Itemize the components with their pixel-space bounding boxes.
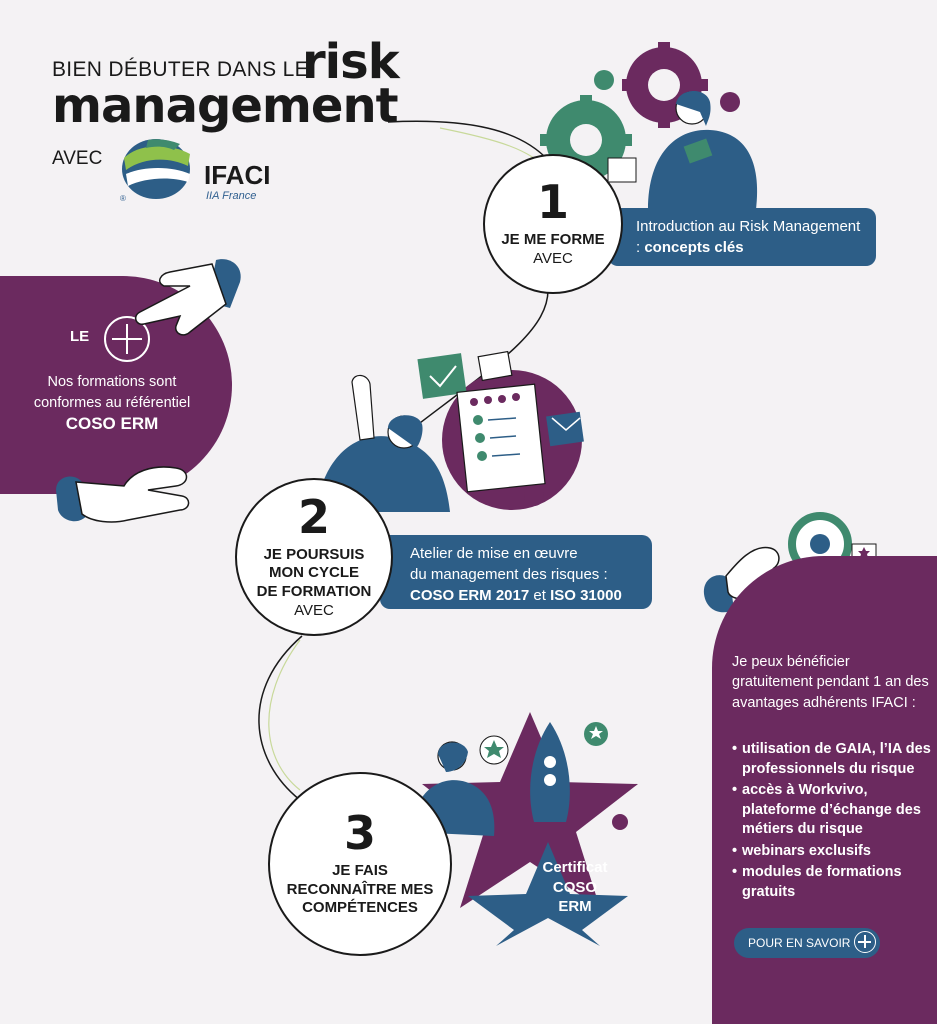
open-hand-icon xyxy=(56,466,190,523)
step2-title-l2: MON CYCLE xyxy=(269,564,359,582)
list-item: modules de formations gratuits xyxy=(732,863,932,902)
step1-number: 1 xyxy=(536,175,569,230)
compliance-text: Nos formations sont conformes au référen… xyxy=(33,374,191,412)
step2-circle: 2 JE POURSUIS MON CYCLE DE FORMATION AVE… xyxy=(235,478,393,636)
certificate-label: Certificat COSO ERM xyxy=(530,858,620,917)
step1-course-box[interactable]: Introduction au Risk Management : concep… xyxy=(608,208,876,266)
pointing-hand-icon xyxy=(134,259,241,336)
learn-more-button[interactable]: POUR EN SAVOIR xyxy=(734,928,880,958)
step2-and: et xyxy=(529,587,551,604)
benefits-intro: Je peux bénéficier gratuitement pendant … xyxy=(732,654,929,711)
step2-avec: AVEC xyxy=(294,601,334,619)
step3-title-l1: JE FAIS xyxy=(332,861,388,879)
step2-course-line2: du management des risques : xyxy=(410,566,608,583)
step1-title: JE ME FORME xyxy=(501,231,605,249)
step3-title-l2: RECONNAÎTRE MES xyxy=(286,880,434,898)
plus-circle-icon xyxy=(854,931,876,953)
learn-more-label: POUR EN SAVOIR xyxy=(748,936,851,950)
cert-line2: COSO xyxy=(552,878,598,896)
step2-course-box[interactable]: Atelier de mise en œuvre du management d… xyxy=(380,535,652,609)
ifaci-globe-logo xyxy=(122,139,190,199)
member-benefits-panel: Je peux bénéficier gratuitement pendant … xyxy=(712,556,937,1024)
title-management: management xyxy=(52,78,399,134)
step1-course-text: Introduction au Risk Management : xyxy=(636,218,861,256)
registered-mark: ® xyxy=(120,194,126,203)
benefits-list: utilisation de GAIA, l’IA des profession… xyxy=(732,740,932,905)
step2-number: 2 xyxy=(297,489,330,544)
checklist-illustration xyxy=(316,350,584,512)
cert-line1: Certificat xyxy=(542,859,608,876)
step2-course-line1: Atelier de mise en œuvre xyxy=(410,545,578,562)
step2-iso: ISO 31000 xyxy=(550,587,622,604)
step3-number: 3 xyxy=(343,805,376,860)
step2-title-l1: JE POURSUIS xyxy=(263,545,365,563)
ifaci-subtitle: IIA France xyxy=(206,190,257,202)
plus-icon xyxy=(104,316,150,362)
step3-title-l3: COMPÉTENCES xyxy=(302,899,418,917)
ifaci-name: IFACI xyxy=(204,160,271,190)
step3-circle: 3 JE FAIS RECONNAÎTRE MES COMPÉTENCES xyxy=(268,772,452,956)
list-item: webinars exclusifs xyxy=(732,842,932,862)
compliance-bold: COSO ERM xyxy=(65,414,159,433)
title-risk: risk xyxy=(302,34,400,90)
title-line1: BIEN DÉBUTER DANS LE xyxy=(52,58,309,81)
avec-label: AVEC xyxy=(52,148,103,169)
step1-course-bold: concepts clés xyxy=(644,239,744,256)
step1-circle: 1 JE ME FORME AVEC xyxy=(483,154,623,294)
gears-illustration xyxy=(540,42,758,210)
step2-title-l3: DE FORMATION xyxy=(256,583,372,600)
step2-coso-erm: COSO ERM 2017 xyxy=(410,587,530,604)
le-label: LE xyxy=(70,328,90,345)
list-item: accès à Workvivo, plateforme d’échange d… xyxy=(732,781,932,840)
cert-line3: ERM xyxy=(558,898,592,915)
list-item: utilisation de GAIA, l’IA des profession… xyxy=(732,740,932,779)
rocket-star-illustration xyxy=(410,712,638,946)
step1-avec: AVEC xyxy=(533,250,573,267)
